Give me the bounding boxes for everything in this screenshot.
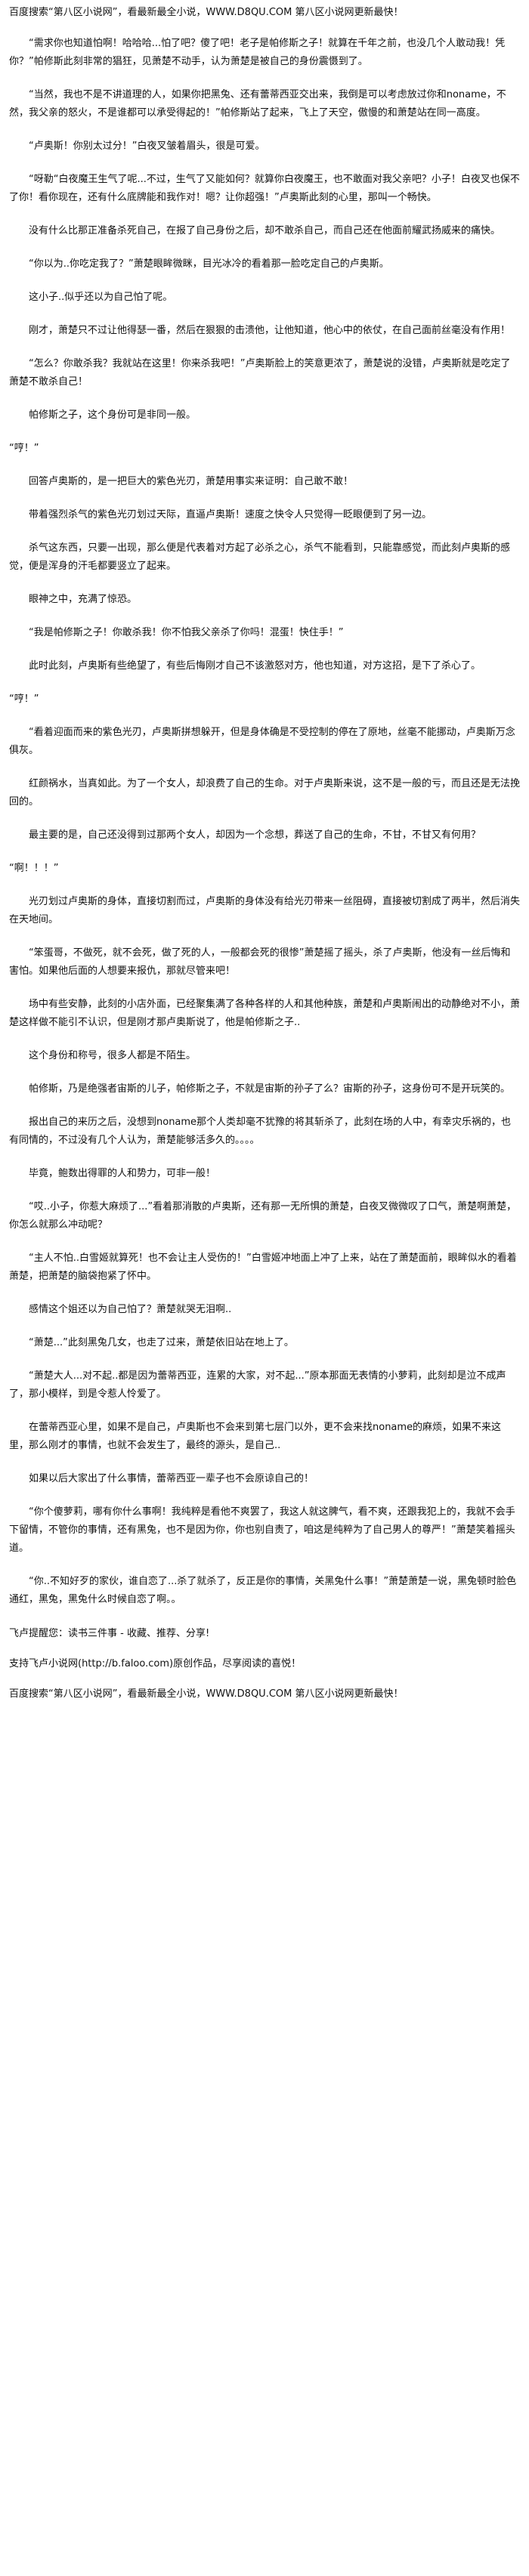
story-paragraph: 这个身份和称号，很多人都是不陌生。 bbox=[29, 1050, 196, 1061]
story-paragraph: “主人不怕..白雪姬就算死！也不会让主人受伤的！”白雪姬冲地面上冲了上来，站在了… bbox=[9, 1252, 517, 1282]
story-paragraph: “你个傻萝莉，哪有你什么事啊！我纯粹是看他不爽罢了，我这人就这脾气，看不爽，还跟… bbox=[9, 1506, 515, 1554]
reader-reminder: 飞卢提醒您：读书三件事 - 收藏、推荐、分享! bbox=[9, 1628, 210, 1639]
story-paragraph: “啊！！！” bbox=[9, 863, 59, 874]
story-paragraph: 此时此刻，卢奥斯有些绝望了，有些后悔刚才自己不该激怒对方，他也知道，对方这招，是… bbox=[29, 660, 481, 672]
story-paragraph: “需求你也知道怕啊！哈哈哈...怕了吧？傻了吧！老子是帕修斯之子！就算在千年之前… bbox=[9, 38, 506, 67]
story-paragraph: 杀气这东西，只要一出现，那么便是代表着对方起了必杀之心，杀气不能看到，只能靠感觉… bbox=[9, 542, 511, 572]
story-paragraph: 眼神之中，充满了惊恐。 bbox=[29, 594, 138, 605]
story-paragraph: 这小子..似乎还以为自己怕了呢。 bbox=[29, 292, 173, 303]
story-paragraph: 没有什么比那正准备杀死自己，在报了自己身份之后，却不敢杀自己，而自己还在他面前耀… bbox=[29, 225, 501, 236]
site-footer-banner: 百度搜索“第八区小说网”，看最新最全小说，WWW.D8QU.COM 第八区小说网… bbox=[9, 1688, 404, 1700]
story-paragraph: “你..不知好歹的家伙，谁自恋了...杀了就杀了，反正是你的事情，关黑兔什么事！… bbox=[9, 1576, 517, 1605]
story-paragraph: 回答卢奥斯的，是一把巨大的紫色光刃，萧楚用事实来证明：自己敢不敢！ bbox=[29, 476, 354, 487]
story-paragraph: 在蕾蒂西亚心里，如果不是自己，卢奥斯也不会来到第七层门以外，更不会来找nonam… bbox=[9, 1422, 502, 1451]
story-paragraph: “看着迎面而来的紫色光刃，卢奥斯拼想躲开，但是身体确是不受控制的停在了原地，丝毫… bbox=[9, 727, 515, 756]
story-paragraph: “哎..小子，你惹大麻烦了...”看着那消散的卢奥斯，还有那一无所惧的萧楚，白夜… bbox=[9, 1201, 517, 1231]
site-header-banner: 百度搜索“第八区小说网”，看最新最全小说，WWW.D8QU.COM 第八区小说网… bbox=[9, 7, 404, 18]
story-paragraph: “怎么？你敢杀我？我就站在这里！你来杀我吧！”卢奥斯脸上的笑意更浓了，萧楚说的没… bbox=[9, 358, 511, 388]
story-paragraph: 帕修斯，乃是绝强者宙斯的儿子，帕修斯之子，不就是宙斯的孙子了么？宙斯的孙子，这身… bbox=[29, 1083, 511, 1095]
story-paragraph: 如果以后大家出了什么事情，蕾蒂西亚一辈子也不会原谅自己的！ bbox=[29, 1473, 314, 1484]
story-paragraph: 带着强烈杀气的紫色光刃划过天际，直逼卢奥斯！速度之快令人只觉得一眨眼便到了另一边… bbox=[29, 509, 432, 520]
story-paragraph: 最主要的是，自己还没得到过那两个女人，却因为一个念想，葬送了自己的生命，不甘，不… bbox=[29, 829, 481, 841]
story-paragraph: 毕竟，鲍数出得罪的人和势力，可非一般！ bbox=[29, 1168, 216, 1179]
story-paragraph: “我是帕修斯之子！你敢杀我！你不怕我父亲杀了你吗！混蛋！快住手！” bbox=[29, 627, 344, 638]
chapter-body: “需求你也知道怕啊！哈哈哈...怕了吧？傻了吧！老子是帕修斯之子！就算在千年之前… bbox=[9, 35, 520, 1609]
chapter-page: 百度搜索“第八区小说网”，看最新最全小说，WWW.D8QU.COM 第八区小说网… bbox=[9, 5, 520, 1715]
story-paragraph: 报出自己的来历之后，没想到noname那个人类却毫不犹豫的将其斩杀了，此刻在场的… bbox=[9, 1117, 512, 1146]
story-paragraph: “萧楚...”此刻黑兔几女，也走了过来，萧楚依旧站在地上了。 bbox=[29, 1337, 294, 1348]
story-paragraph: 光刃划过卢奥斯的身体，直接切割而过，卢奥斯的身体没有给光刃带来一丝阻碍，直接被切… bbox=[9, 896, 521, 925]
support-notice: 支持飞卢小说网(http://b.faloo.com)原创作品，尽享阅读的喜悦！ bbox=[9, 1658, 302, 1669]
story-paragraph: “哼！” bbox=[9, 693, 39, 705]
story-paragraph: 感情这个姐还以为自己怕了？萧楚就哭无泪啊.. bbox=[29, 1304, 232, 1315]
story-paragraph: “卢奥斯！你别太过分！”白夜叉皱着眉头，很是可爱。 bbox=[29, 141, 265, 152]
story-paragraph: “萧楚大人...对不起..都是因为蕾蒂西亚，连累的大家，对不起...”原本那面无… bbox=[9, 1370, 506, 1400]
story-paragraph: “当然，我也不是不讲道理的人，如果你把黑兔、还有蕾蒂西亚交出来，我倒是可以考虑放… bbox=[9, 89, 506, 119]
story-paragraph: “笨蛋哥，不做死，就不会死，做了死的人，一般都会死的很惨”萧楚摇了摇头，杀了卢奥… bbox=[9, 947, 511, 977]
story-paragraph: 帕修斯之子，这个身份可是非同一般。 bbox=[29, 409, 196, 421]
story-paragraph: 场中有些安静，此刻的小店外面，已经聚集满了各种各样的人和其他种族，萧楚和卢奥斯闹… bbox=[9, 999, 521, 1028]
story-paragraph: “你以为..你吃定我了？”萧楚眼眸微眯，目光冰冷的看着那一脸吃定自己的卢奥斯。 bbox=[29, 258, 389, 270]
story-paragraph: 刚才，萧楚只不过让他得瑟一番，然后在狠狠的击溃他，让他知道，他心中的依仗，在自己… bbox=[29, 325, 511, 336]
story-paragraph: “呀勒“白夜魔王生气了呢...不过，生气了又能如何？就算你白夜魔王，也不敢面对我… bbox=[9, 174, 520, 203]
chapter-footer: 飞卢提醒您：读书三件事 - 收藏、推荐、分享! 支持飞卢小说网(http://b… bbox=[9, 1624, 520, 1704]
story-paragraph: 红颜祸水，当真如此。为了一个女人，却浪费了自己的生命。对于卢奥斯来说，这不是一般… bbox=[9, 778, 521, 808]
story-paragraph: “哼！” bbox=[9, 443, 39, 454]
